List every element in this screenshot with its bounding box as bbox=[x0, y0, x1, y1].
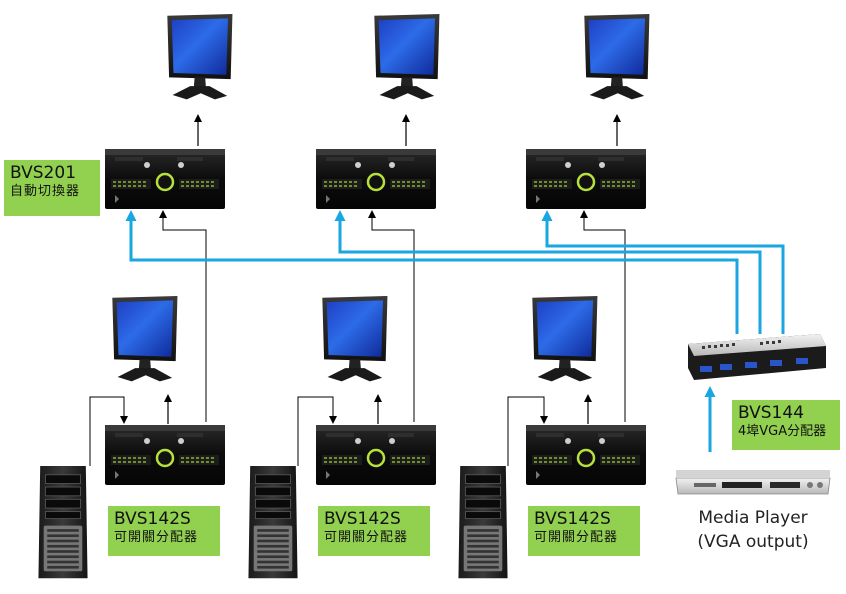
kvm-box-icon bbox=[316, 148, 436, 210]
model-description: 可開關分配器 bbox=[324, 530, 409, 545]
monitor-icon bbox=[532, 296, 598, 382]
pc-tower-icon bbox=[37, 466, 89, 579]
splitter-box-icon bbox=[688, 334, 826, 380]
media-player-line1: Media Player bbox=[698, 508, 808, 528]
signal-line bbox=[334, 210, 762, 334]
bvs144-label: BVS144 4埠VGA分配器 bbox=[732, 400, 840, 450]
link-line bbox=[159, 210, 207, 422]
model-name: BVS144 bbox=[738, 403, 805, 423]
pc-link-line bbox=[507, 396, 548, 466]
monitor-icon bbox=[167, 14, 233, 100]
bvs142s-label: BVS142S 可開關分配器 bbox=[528, 506, 640, 556]
bvs142s-label: BVS142S 可開關分配器 bbox=[318, 506, 430, 556]
signal-line bbox=[541, 210, 785, 334]
monitor-icon bbox=[584, 14, 650, 100]
kvm-box-icon bbox=[316, 424, 436, 486]
model-name: BVS142S bbox=[114, 509, 191, 529]
model-description: 可開關分配器 bbox=[534, 530, 619, 545]
link-line bbox=[368, 210, 415, 422]
pc-link-line bbox=[89, 396, 128, 466]
pc-tower-icon bbox=[247, 466, 299, 579]
monitor-icon bbox=[112, 296, 178, 382]
model-description: 4埠VGA分配器 bbox=[738, 424, 827, 439]
media-player-label: Media Player (VGA output) bbox=[668, 506, 838, 554]
model-name: BVS142S bbox=[324, 509, 401, 529]
monitor-icon bbox=[322, 296, 388, 382]
pc-link-line bbox=[297, 396, 337, 466]
bvs142s-label: BVS142S 可開關分配器 bbox=[108, 506, 220, 556]
model-description: 可開關分配器 bbox=[114, 530, 199, 545]
model-name: BVS201 bbox=[10, 163, 77, 183]
kvm-box-icon bbox=[105, 148, 225, 210]
media-player-line2: (VGA output) bbox=[697, 532, 809, 552]
signal-line bbox=[125, 210, 739, 334]
kvm-box-icon bbox=[105, 424, 225, 486]
model-description: 自動切換器 bbox=[10, 184, 81, 199]
dvd-player-icon bbox=[675, 470, 831, 495]
link-line bbox=[580, 210, 626, 422]
kvm-box-icon bbox=[526, 148, 646, 210]
kvm-box-icon bbox=[526, 424, 646, 486]
monitor-icon bbox=[374, 14, 440, 100]
bvs201-label: BVS201 自動切換器 bbox=[4, 160, 100, 216]
pc-tower-icon bbox=[457, 466, 509, 579]
model-name: BVS142S bbox=[534, 509, 611, 529]
